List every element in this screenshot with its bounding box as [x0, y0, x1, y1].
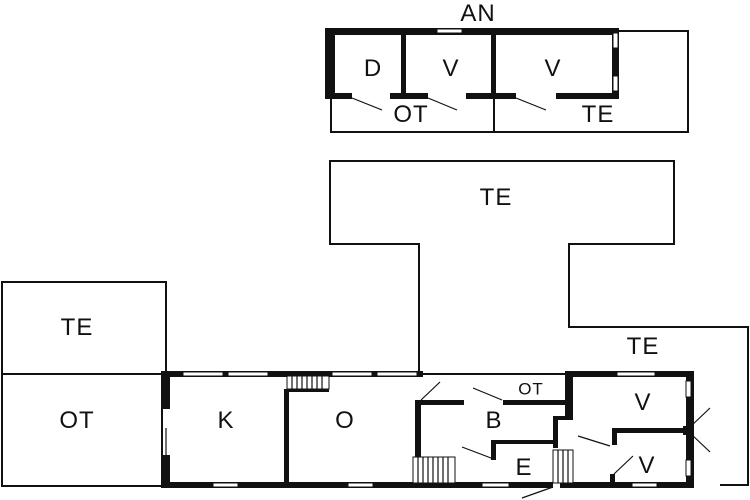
annex-top-wall — [325, 28, 619, 35]
wall-v-v — [612, 428, 690, 433]
door-swing — [689, 432, 711, 453]
room-label-v: V — [638, 452, 656, 479]
room-label-v: V — [634, 389, 652, 416]
staircase — [412, 456, 456, 484]
window — [182, 371, 224, 377]
room-label-ot: OT — [393, 101, 429, 128]
terrace-label-te: TE — [626, 333, 660, 360]
door-swing — [351, 97, 383, 111]
wall-corridor — [553, 416, 573, 420]
room-label-ot: OT — [518, 379, 544, 399]
window — [631, 482, 658, 488]
wall-stair — [284, 389, 329, 392]
annex-bottom-wall — [556, 93, 619, 99]
wall-b-top — [415, 400, 464, 405]
staircase — [286, 375, 330, 390]
main-building — [161, 371, 711, 499]
annex-bottom-wall — [390, 93, 428, 99]
wall-ot-right — [565, 371, 573, 416]
annex-wall-v-v — [491, 33, 496, 98]
wall-v-v — [612, 428, 617, 445]
annex-title-label: AN — [460, 0, 496, 27]
left-ot-outline — [1, 373, 163, 487]
main-bottom-wall — [560, 482, 694, 488]
annex-bottom-wall — [466, 93, 516, 99]
window — [481, 482, 510, 488]
room-label-k: K — [217, 407, 235, 434]
wall-b-e — [491, 443, 496, 460]
wall-o-b — [415, 400, 421, 460]
annex-building — [325, 28, 689, 133]
window — [685, 459, 692, 477]
door-swing — [461, 446, 492, 459]
room-label-b: B — [485, 407, 503, 434]
window — [612, 75, 619, 92]
door-swing — [472, 387, 503, 401]
room-label-e: E — [515, 454, 533, 481]
wall-v-v — [610, 474, 615, 484]
terrace-label-te: TE — [60, 314, 94, 341]
window — [212, 482, 239, 488]
annex-bottom-wall — [325, 93, 352, 99]
main-left-wall — [161, 371, 170, 409]
window — [436, 28, 463, 34]
door-pivot — [683, 426, 692, 435]
wall-b-e — [491, 440, 553, 444]
window — [612, 32, 619, 49]
room-label-v: V — [544, 55, 562, 82]
main-left-wall — [161, 455, 170, 488]
terrace-label-te: TE — [479, 184, 513, 211]
room-label-ot: OT — [59, 407, 95, 434]
room-label-v: V — [442, 55, 460, 82]
window — [331, 371, 373, 377]
window — [376, 371, 418, 377]
room-label-te: TE — [581, 101, 615, 128]
door-swing — [427, 97, 458, 111]
terrace-outline — [329, 160, 749, 486]
main-top-wall — [161, 371, 423, 377]
room-label-o: O — [335, 407, 355, 434]
annex-outline — [330, 30, 689, 133]
window — [227, 371, 269, 377]
door-swing — [689, 407, 711, 428]
door-swing — [613, 455, 634, 475]
annex-right-wall — [612, 28, 619, 98]
door-swing — [521, 486, 554, 499]
door-swing — [577, 435, 611, 447]
room-label-d: D — [363, 55, 383, 82]
window — [616, 371, 656, 377]
annex-wall-d-v — [401, 33, 406, 98]
annex-left-wall — [325, 28, 335, 98]
wall-b-top — [503, 400, 570, 405]
window — [347, 482, 374, 488]
door-swing — [420, 381, 441, 401]
door-swing — [515, 97, 547, 111]
staircase — [552, 449, 574, 484]
wall-k-o — [284, 390, 289, 486]
window — [685, 380, 692, 398]
wall-corridor — [553, 418, 558, 448]
